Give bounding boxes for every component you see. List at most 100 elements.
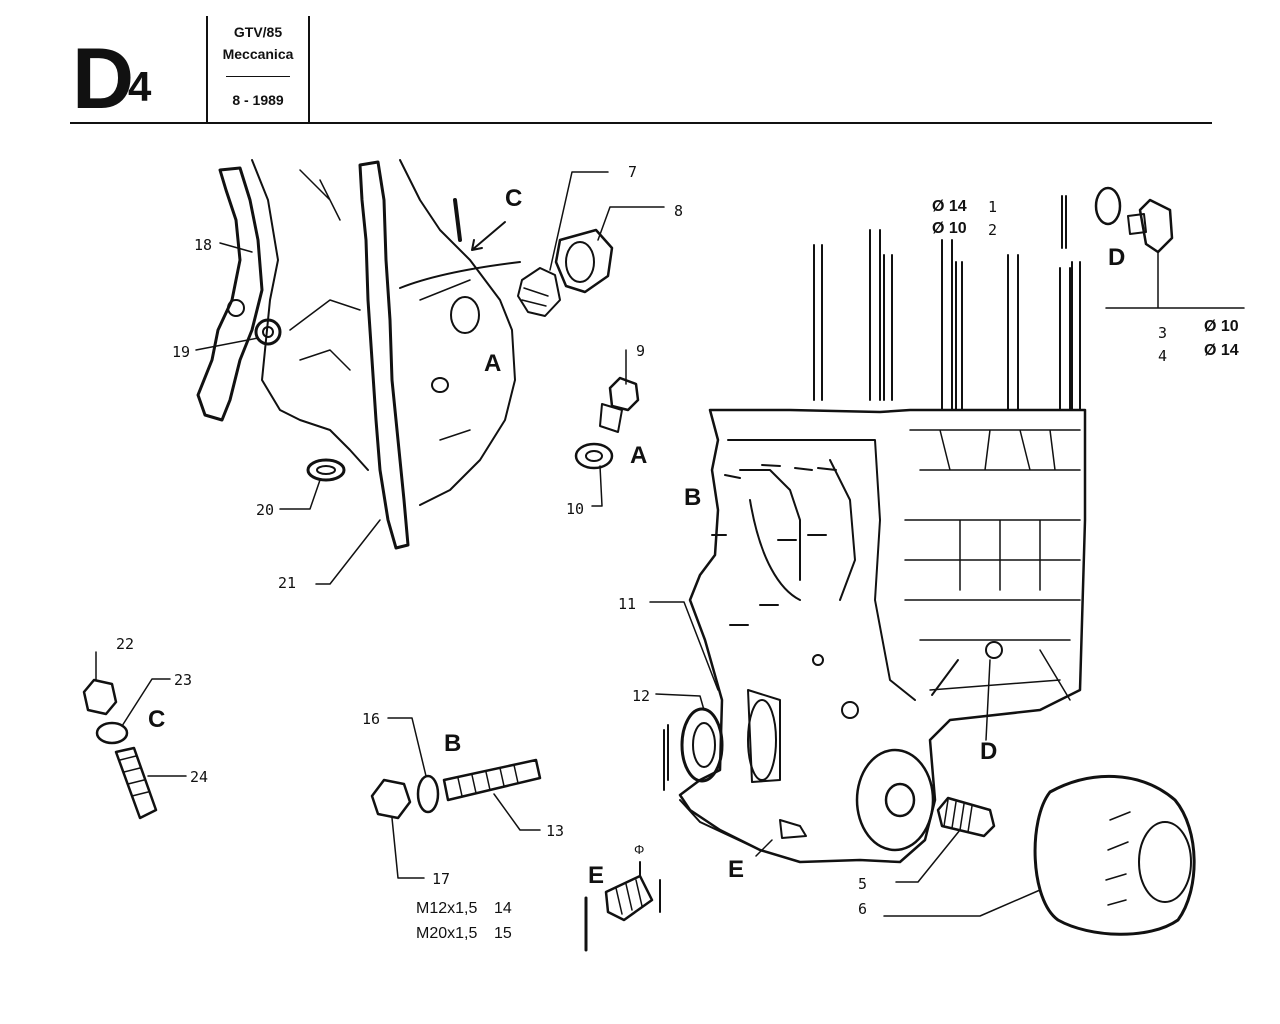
plug-e-thread [615, 879, 643, 915]
cover-hole [227, 299, 245, 317]
leader-d [985, 659, 991, 741]
block-ribs [904, 429, 1081, 601]
title-block: GTV/85 Meccanica 8 - 1989 [206, 16, 310, 122]
cover-outline-right [399, 159, 516, 506]
leader-6 [883, 889, 1041, 917]
filter-mount-nipple [884, 782, 916, 818]
dim-lines [639, 861, 661, 913]
callout-20: 20 [256, 501, 275, 519]
callout-2: 2 [988, 221, 998, 239]
plug-e-shape [604, 874, 654, 922]
block-outline [678, 408, 1087, 864]
spec-thread-m12: M12x1,5 [416, 900, 478, 917]
cover-outline [251, 159, 369, 471]
callout-19: 19 [172, 343, 191, 361]
header-rule [70, 122, 1212, 124]
leader-12 [655, 693, 705, 711]
stud-13-thread [457, 764, 519, 797]
detail-letter-b-stud: B [444, 730, 462, 757]
stud-b-parts-drawing [370, 758, 542, 820]
seal-19-shape [254, 318, 282, 346]
title-divider [226, 76, 290, 77]
spec-dia10-2: Ø 10 [932, 220, 967, 237]
callout-12: 12 [632, 687, 651, 705]
callout-21: 21 [278, 574, 297, 592]
nipple-5-shape [936, 796, 996, 838]
filter-6-face [1138, 821, 1192, 903]
front-cover-face [727, 439, 916, 701]
seal-19-bore [262, 326, 274, 338]
bushing-7-shape [517, 267, 561, 317]
nut-22-shape [82, 678, 118, 716]
detail-letter-d-block: D [980, 738, 998, 765]
bushings-drawing [517, 228, 614, 317]
section-letter: D [72, 31, 134, 127]
stud-13-shape [442, 758, 542, 802]
gasket-21-shape [358, 160, 410, 550]
callout-17: 17 [432, 870, 451, 888]
callout-14: 14 [494, 900, 512, 917]
cover-bore [450, 296, 480, 334]
cover-small-hole [812, 654, 824, 666]
block-lower-ribs [919, 639, 1071, 701]
cover-inner-lines [289, 169, 471, 441]
callout-16: 16 [362, 710, 381, 728]
plug-9-thread [599, 403, 623, 433]
ring-20-hole [316, 465, 336, 475]
leader-19 [195, 337, 259, 351]
date-label: 8 - 1989 [232, 92, 284, 108]
callout-24: 24 [190, 768, 209, 786]
detail-letter-e-block: E [728, 856, 745, 883]
leader-8 [597, 206, 665, 241]
callout-6: 6 [858, 900, 868, 918]
stud-24-shape [114, 746, 158, 820]
bushing-7-texture [521, 287, 549, 307]
category-label: Meccanica [222, 46, 294, 62]
leader-e [755, 839, 773, 857]
callout-23: 23 [174, 671, 193, 689]
filter-mount-flange [855, 748, 935, 852]
timing-cover-drawing [196, 159, 521, 550]
plug-9-head [608, 376, 640, 412]
filter-6-ribs [1105, 811, 1131, 906]
plug-d-drawing [1061, 186, 1174, 254]
callout-9: 9 [636, 342, 646, 360]
plug-d-head [1138, 198, 1174, 254]
filter-6-body [1033, 775, 1196, 936]
leader-13 [493, 793, 541, 831]
leader-c-curve [399, 261, 521, 289]
engine-block-drawing [663, 229, 1087, 864]
leader-16 [387, 717, 427, 777]
nut-17-shape [370, 778, 412, 820]
callout-15: 15 [494, 925, 512, 942]
stud-24-thread [119, 755, 149, 797]
spec-dia10-3: Ø 10 [1204, 318, 1239, 335]
callout-3: 3 [1158, 324, 1168, 342]
detail-letter-a-upper: A [484, 350, 502, 377]
leader-3-4 [1105, 251, 1245, 309]
washer-16-shape [416, 774, 440, 814]
callout-8: 8 [674, 202, 684, 220]
section-number: 4 [128, 63, 152, 110]
detail-letter-c-upper: C [505, 185, 523, 212]
crank-bore [747, 699, 777, 781]
oil-filter-drawing [936, 775, 1196, 936]
leader-lines [95, 171, 1245, 917]
callout-5: 5 [858, 875, 868, 893]
detail-letter-a-plug: A [630, 442, 648, 469]
leader-5 [895, 829, 961, 883]
callout-4: 4 [1158, 347, 1168, 365]
spec-thread-m20: M20x1,5 [416, 925, 478, 942]
callout-1: 1 [988, 198, 998, 216]
gasket-edge [663, 724, 669, 791]
head-studs [813, 229, 1081, 411]
washer-23-shape [95, 721, 129, 745]
leader-17 [391, 817, 425, 879]
nipple-5-thread [943, 799, 973, 833]
callout-18: 18 [194, 236, 213, 254]
callout-7: 7 [628, 163, 638, 181]
leader-20 [279, 479, 321, 510]
drain-plug-d-seat [985, 641, 1003, 659]
seal-12-shape [680, 707, 724, 783]
plug-d-thread [1127, 213, 1147, 235]
